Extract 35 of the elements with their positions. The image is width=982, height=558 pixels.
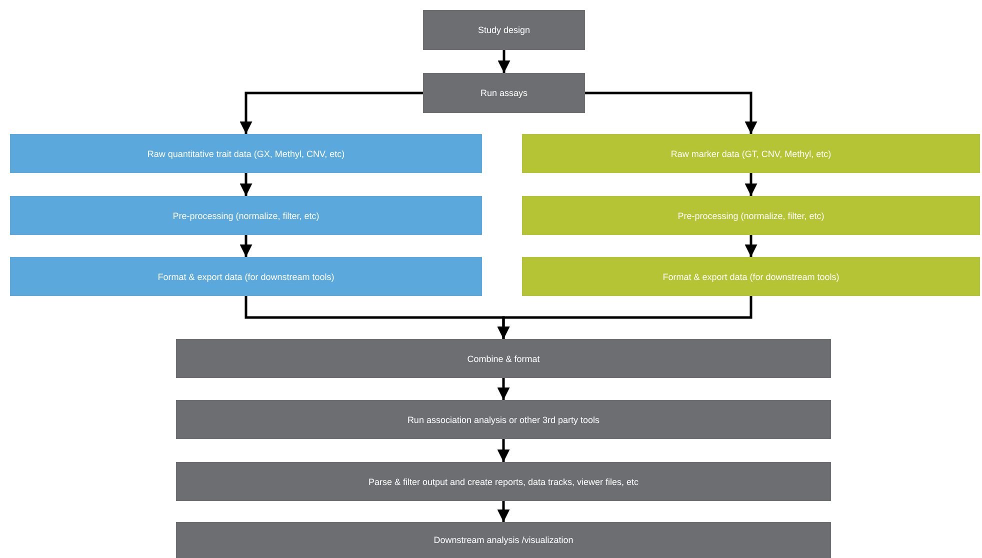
arrow: [497, 378, 510, 400]
box-label: Pre-processing (normalize, filter, etc): [172, 210, 320, 220]
process-box: [176, 400, 831, 439]
process-box: [522, 257, 980, 296]
arrow: [240, 235, 252, 257]
process-box: [10, 196, 482, 235]
arrow: [585, 92, 758, 134]
arrow: [240, 92, 423, 134]
process-box: [176, 339, 831, 378]
process-box: [176, 522, 831, 558]
box-label: Run assays: [480, 88, 528, 98]
process-box: [522, 134, 980, 173]
box-label: Raw marker data (GT, CNV, Methyl, etc): [670, 148, 832, 158]
process-box: [522, 196, 980, 235]
process-box: [423, 73, 585, 113]
box-label: Study design: [478, 25, 530, 35]
box-label: Raw quantitative trait data (GX, Methyl, CNV, etc): [147, 148, 345, 158]
process-box: [423, 10, 585, 50]
box-label: Format & export data (for downstream tools): [662, 272, 840, 282]
box-label: Combine & format: [467, 354, 540, 364]
arrow: [240, 173, 252, 196]
arrow: [497, 296, 752, 339]
arrow: [498, 50, 510, 73]
arrow: [744, 235, 758, 257]
box-label: Run association analysis or other 3rd party tools: [407, 414, 600, 424]
box-label: Format & export data (for downstream tools): [158, 272, 334, 282]
process-box: [176, 462, 831, 501]
process-box: [10, 257, 482, 296]
arrow: [744, 173, 758, 196]
box-label: Pre-processing (normalize, filter, etc): [678, 210, 824, 220]
process-box: [10, 134, 482, 173]
arrow: [497, 439, 510, 462]
arrow: [497, 501, 510, 522]
box-label: Downstream analysis /visualization: [434, 535, 574, 545]
box-label: Parse & filter output and create reports, data tracks, viewer files, etc: [368, 476, 639, 486]
